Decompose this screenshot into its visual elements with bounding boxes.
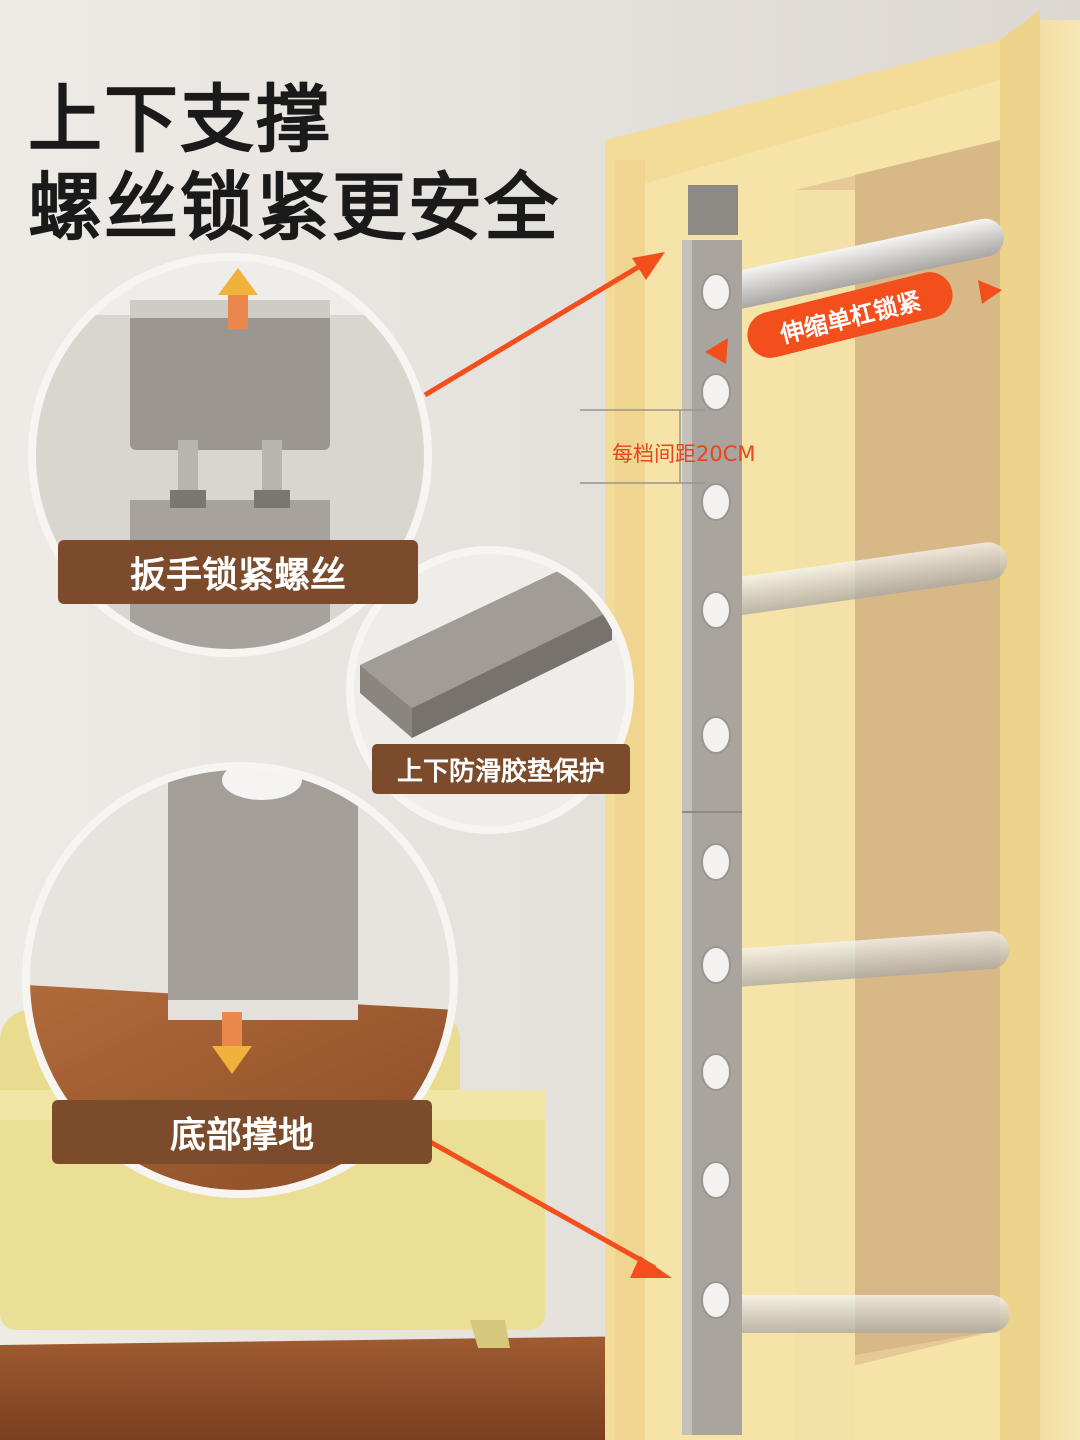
pointer-arrows <box>398 252 672 1278</box>
bottom-support-banner: 底部撑地 <box>52 1100 432 1164</box>
anti-slip-pad-banner: 上下防滑胶垫保护 <box>372 744 630 794</box>
pull-up-bars <box>719 218 1010 1333</box>
hole-spacing-label: 每档间距20CM <box>612 442 756 466</box>
down-arrow-icon <box>212 1012 252 1074</box>
headline-line-2: 螺丝锁紧更安全 <box>28 165 560 251</box>
headline-line-1: 上下支撑 <box>28 77 332 163</box>
door-frame <box>605 10 1080 1440</box>
support-column <box>682 185 742 1435</box>
telescopic-arrows <box>705 280 1002 364</box>
wrench-lock-banner: 扳手锁紧螺丝 <box>58 540 418 604</box>
spacing-marker <box>580 409 705 484</box>
up-arrow-icon <box>218 268 258 329</box>
